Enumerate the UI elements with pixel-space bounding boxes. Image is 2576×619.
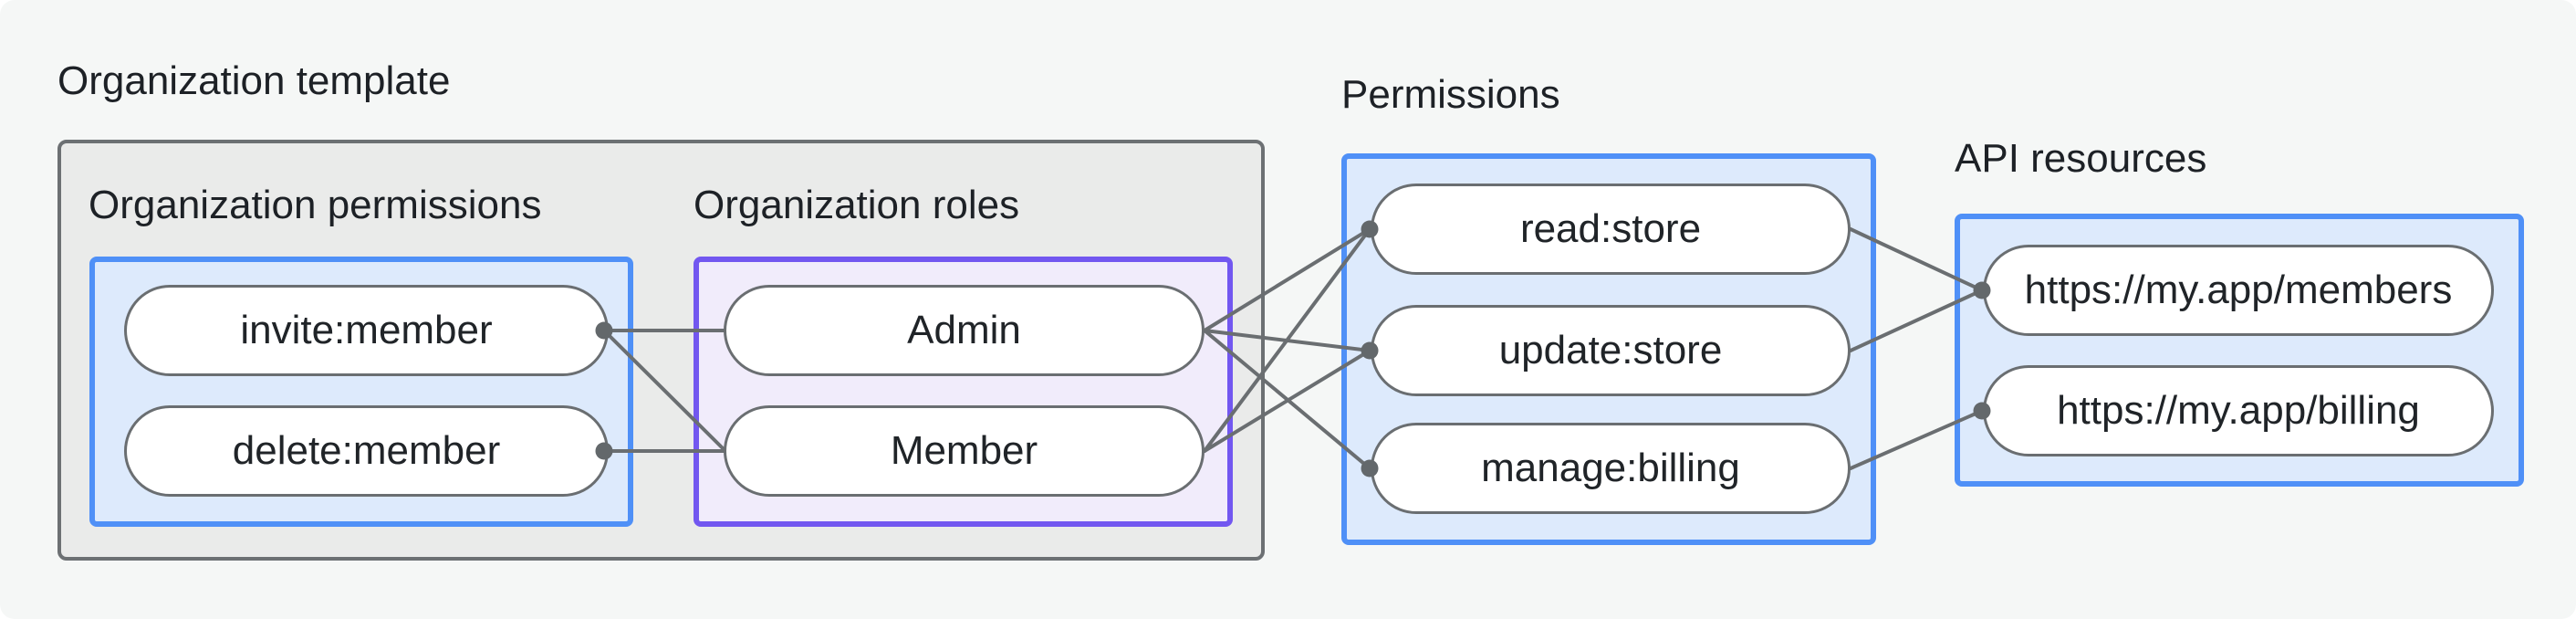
node-admin: Admin <box>724 285 1205 376</box>
api-resources-label: API resources <box>1955 136 2207 181</box>
node-invite-member: invite:member <box>124 285 609 376</box>
diagram-title: Organization template <box>57 58 451 103</box>
node-member: Member <box>724 405 1205 497</box>
node-read-store: read:store <box>1371 184 1851 275</box>
node-api-billing: https://my.app/billing <box>1983 365 2494 456</box>
node-manage-billing: manage:billing <box>1371 423 1851 514</box>
permissions-label: Permissions <box>1341 72 1560 117</box>
node-api-members: https://my.app/members <box>1983 245 2494 336</box>
org-roles-label: Organization roles <box>694 183 1020 227</box>
org-permissions-label: Organization permissions <box>89 183 542 227</box>
node-update-store: update:store <box>1371 305 1851 396</box>
node-delete-member: delete:member <box>124 405 609 497</box>
